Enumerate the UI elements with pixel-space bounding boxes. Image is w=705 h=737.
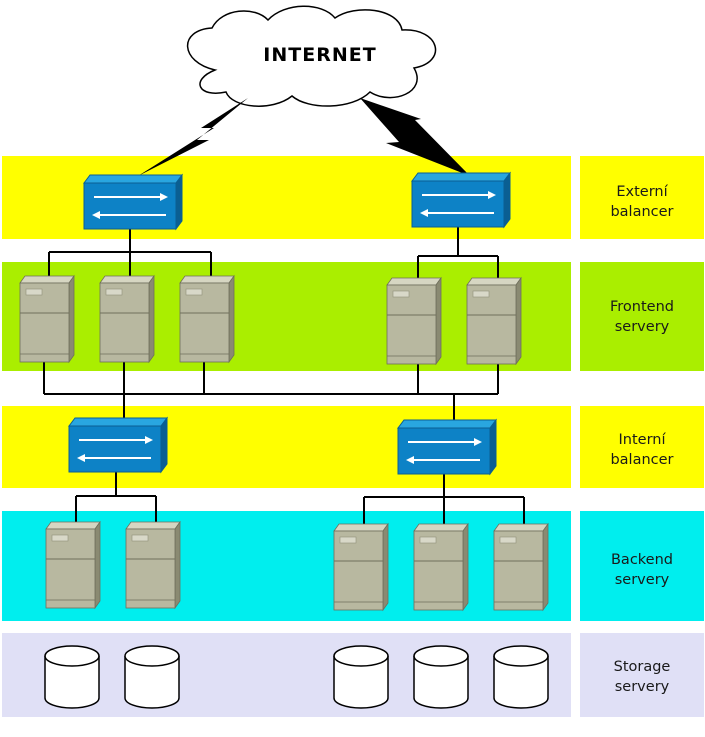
- network-switch-icon: [397, 419, 497, 475]
- external-balancer-label-line2: balancer: [610, 204, 673, 220]
- network-switch-icon: [68, 417, 168, 473]
- server-tower-icon: [99, 275, 155, 363]
- server-tower-icon: [466, 277, 522, 365]
- internal-balancer-label-line1: Interní: [619, 432, 667, 448]
- network-switch-icon: [411, 172, 511, 228]
- server-tower-icon: [45, 521, 101, 609]
- internal-balancer-label-box: [580, 406, 704, 488]
- storage-label-box: [580, 633, 704, 717]
- backend-label-line2: servery: [615, 572, 670, 588]
- backend-label-box: [580, 511, 704, 621]
- server-tower-icon: [333, 523, 389, 611]
- database-cylinder-icon: [493, 645, 549, 709]
- external-balancer-label-line1: Externí: [616, 184, 668, 200]
- server-tower-icon: [386, 277, 442, 365]
- server-tower-icon: [413, 523, 469, 611]
- storage-label-line2: servery: [615, 679, 670, 695]
- internet-label: INTERNET: [263, 44, 376, 66]
- lightning-link-icon: [360, 98, 470, 176]
- server-tower-icon: [125, 521, 181, 609]
- internal-balancer-label-line2: balancer: [610, 452, 673, 468]
- database-cylinder-icon: [413, 645, 469, 709]
- database-cylinder-icon: [124, 645, 180, 709]
- database-cylinder-icon: [44, 645, 100, 709]
- internet-cloud: INTERNET: [186, 5, 437, 107]
- server-tower-icon: [493, 523, 549, 611]
- server-tower-icon: [179, 275, 235, 363]
- lightning-link-icon: [138, 98, 248, 176]
- frontend-label-box: [580, 262, 704, 371]
- backend-label-line1: Backend: [611, 552, 673, 568]
- storage-label-line1: Storage: [614, 659, 671, 675]
- database-cylinder-icon: [333, 645, 389, 709]
- frontend-label-line2: servery: [615, 319, 670, 335]
- server-tower-icon: [19, 275, 75, 363]
- frontend-label-line1: Frontend: [610, 299, 674, 315]
- external-balancer-label-box: [580, 156, 704, 239]
- network-switch-icon: [83, 174, 183, 230]
